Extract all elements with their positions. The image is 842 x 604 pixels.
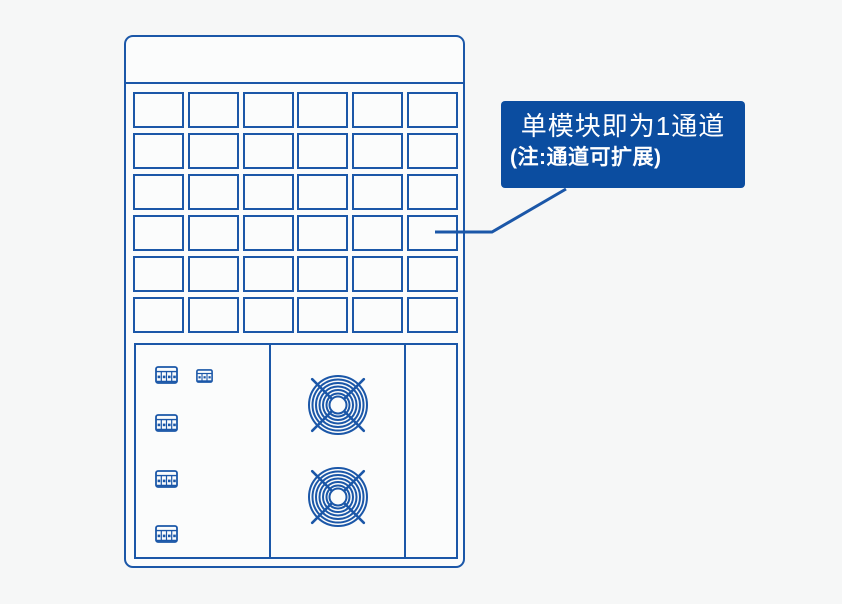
module-cell [352, 133, 404, 169]
module-cell [352, 256, 404, 292]
panel-divider [404, 345, 406, 557]
module-cell [187, 215, 239, 251]
module-cell [406, 215, 458, 251]
module-cell [297, 256, 349, 292]
module-cell [133, 174, 184, 210]
callout-text-line2: (注:通道可扩展) [510, 146, 662, 169]
terminal-block-icon [155, 366, 178, 384]
module-cell [187, 133, 239, 169]
module-cell [242, 215, 294, 251]
module-cell [242, 174, 294, 210]
fan-grille-icon [308, 467, 368, 527]
module-cell [133, 215, 184, 251]
module-cell [242, 133, 294, 169]
module-cell [133, 92, 184, 128]
module-cell [406, 256, 458, 292]
module-cell [187, 297, 239, 333]
chassis-header-panel [126, 37, 463, 84]
module-grid [133, 92, 458, 333]
module-cell [242, 92, 294, 128]
module-cell [133, 133, 184, 169]
callout-label: 单模块即为1通道 (注:通道可扩展) [501, 101, 745, 188]
module-cell [406, 297, 458, 333]
callout-text-line1: 单模块即为1通道 [520, 111, 726, 141]
module-cell [133, 297, 184, 333]
module-cell [406, 133, 458, 169]
terminal-block-icon [155, 414, 178, 432]
module-cell [406, 174, 458, 210]
terminal-block-icon [155, 470, 178, 488]
module-cell [297, 92, 349, 128]
fan-grille-icon [308, 375, 368, 435]
module-cell [352, 174, 404, 210]
bottom-panel [134, 343, 458, 559]
module-cell [352, 92, 404, 128]
module-cell [406, 92, 458, 128]
module-cell [297, 174, 349, 210]
module-cell [133, 256, 184, 292]
module-cell [187, 174, 239, 210]
module-cell [187, 92, 239, 128]
terminal-block-icon [196, 369, 213, 383]
module-cell [297, 133, 349, 169]
module-cell [352, 297, 404, 333]
module-cell [352, 215, 404, 251]
module-cell [187, 256, 239, 292]
module-cell [242, 256, 294, 292]
terminal-block-icon [155, 525, 178, 543]
panel-divider [269, 345, 271, 557]
device-chassis [124, 35, 465, 568]
module-cell [297, 215, 349, 251]
module-cell [242, 297, 294, 333]
module-cell [297, 297, 349, 333]
